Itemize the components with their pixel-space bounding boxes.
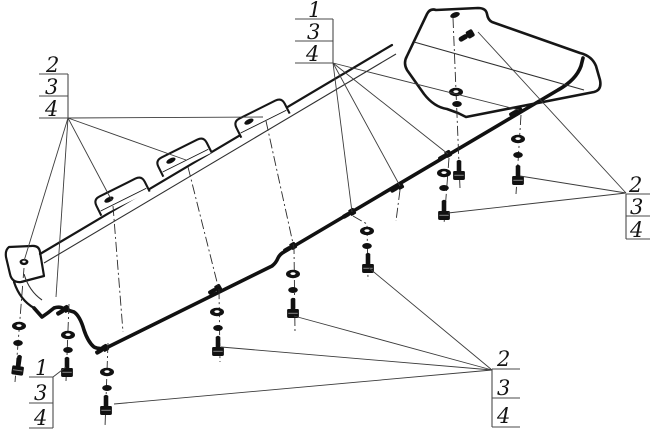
spring-washer-glyph (362, 243, 372, 249)
callout-item-number: 2 (496, 347, 510, 371)
callout-top-center: 1 3 4 (295, 0, 334, 66)
fastener-stack-a (11, 321, 26, 376)
callout-item-number: 3 (307, 20, 320, 44)
skid-plate-body (4, 6, 602, 357)
left-end-bracket (4, 244, 46, 310)
fastener-stack-rear-tab (449, 87, 465, 180)
callout-item-number: 1 (308, 0, 321, 22)
spring-washer-glyph (13, 340, 23, 346)
leader-lines (23, 31, 627, 405)
plate-near-edge (32, 56, 585, 351)
callout-item-number: 3 (34, 381, 47, 405)
fastener-stack-f (360, 226, 374, 273)
callout-item-number: 4 (496, 404, 510, 428)
bracket-hole (19, 258, 29, 266)
spring-washer-glyph (102, 385, 112, 391)
fastener-stack-b (61, 330, 75, 377)
spring-washer-glyph (513, 152, 523, 158)
callout-item-number: 1 (35, 356, 48, 380)
bolt-glyph (212, 335, 224, 356)
rear-panel-section (403, 6, 602, 119)
callout-item-number: 3 (630, 195, 643, 219)
callout-right: 2 3 4 (625, 173, 650, 242)
callout-item-number: 2 (45, 53, 59, 77)
callout-item-number: 4 (305, 42, 319, 66)
spring-washer-glyph (288, 287, 298, 293)
flat-washer-glyph (12, 321, 26, 331)
callout-item-number: 3 (45, 75, 58, 99)
bolt-glyph (100, 394, 112, 415)
plate-far-edge (38, 43, 394, 256)
bolt-glyph (61, 356, 73, 377)
bolt-glyph (362, 252, 374, 273)
flat-washer-glyph (437, 168, 451, 178)
fastener-stack-c (100, 367, 114, 415)
plate-far-bend-line (43, 53, 397, 264)
callout-item-number: 3 (497, 376, 510, 400)
flat-washer-glyph (286, 269, 300, 279)
callout-bottom-left: 1 3 4 (29, 356, 54, 429)
spring-washer-glyph (452, 101, 462, 107)
bolt-glyph (287, 297, 299, 318)
callout-item-number: 4 (629, 218, 643, 242)
flat-washer-glyph (210, 307, 224, 317)
fastener-stack-d (210, 307, 224, 356)
fastener-stack-g (437, 168, 451, 220)
bolt-glyph (11, 354, 26, 376)
callout-item-number: 2 (628, 173, 642, 197)
mounting-tab-3 (232, 96, 291, 139)
flat-washer-glyph (360, 226, 374, 236)
bolt-glyph (453, 159, 465, 180)
bolt-glyph (438, 199, 450, 220)
spring-washer-glyph (439, 185, 449, 191)
rear-panel-outline (403, 6, 602, 119)
flat-washer-glyph (61, 330, 75, 340)
spring-washer-glyph (213, 325, 223, 331)
callout-item-number: 4 (33, 406, 47, 429)
fastener-stack-e (286, 269, 300, 318)
rear-tab-bolt (457, 28, 476, 44)
flat-washer-glyph (100, 367, 114, 377)
edge-bolt-c (93, 343, 110, 357)
callout-upper-left: 2 3 4 (39, 53, 69, 121)
callout-item-number: 4 (44, 97, 58, 121)
bolt-glyph (512, 164, 524, 185)
rear-tab-slot (450, 12, 460, 18)
edge-bolts (54, 105, 524, 357)
rear-panel-bend-line (413, 41, 585, 91)
callout-bottom-right: 2 3 4 (491, 347, 520, 428)
flat-washer-glyph (511, 134, 525, 144)
spring-washer-glyph (63, 347, 73, 353)
mounting-tab-2 (154, 135, 213, 178)
